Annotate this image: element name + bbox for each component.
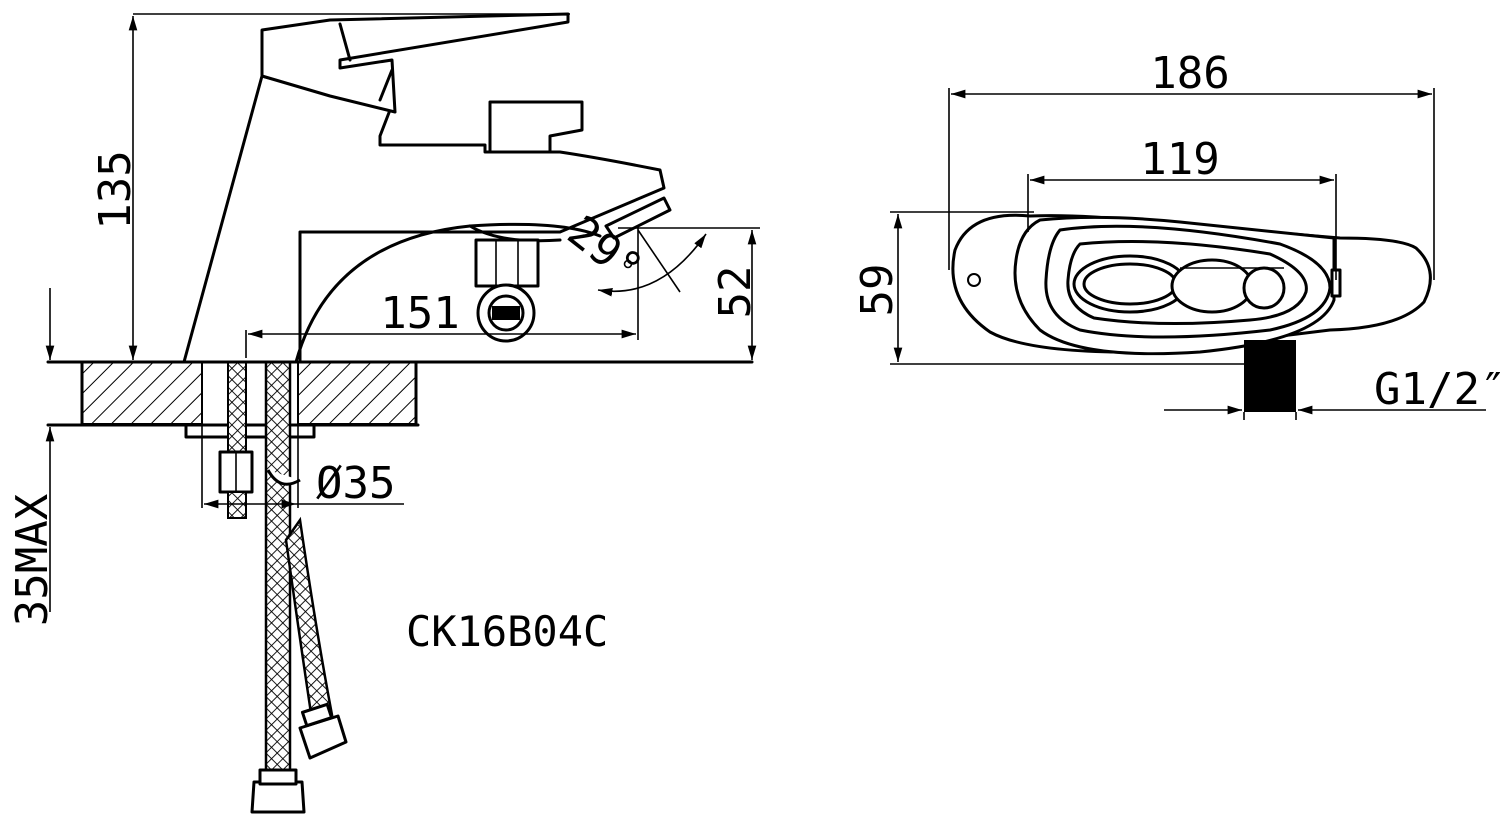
height-label: 135 xyxy=(90,150,141,229)
dim-length-119: 119 xyxy=(1027,134,1337,280)
faucet-top-outline xyxy=(951,213,1432,412)
thread-label: G1/2″ xyxy=(1374,364,1500,415)
counter-thickness-label: 35MAX xyxy=(7,493,58,626)
dim-counter-35max: 35MAX xyxy=(7,288,58,626)
dim-spout-52: 52 xyxy=(618,227,761,360)
flexible-hoses xyxy=(250,360,348,814)
countertop-section xyxy=(46,360,754,439)
width-label: 59 xyxy=(852,264,903,317)
hole-diameter-label: Ø35 xyxy=(316,458,395,509)
model-number: CK16B04C xyxy=(406,607,608,656)
top-view: 186 119 59 G1/2″ xyxy=(852,48,1500,420)
overall-length-label: 186 xyxy=(1150,48,1229,99)
dim-thread: G1/2″ xyxy=(1164,364,1500,420)
body-length-label: 119 xyxy=(1140,134,1219,185)
side-view: 135 35MAX 151 52 29° xyxy=(7,12,761,814)
reach-label: 151 xyxy=(380,288,459,339)
dim-hole-35: Ø35 xyxy=(201,425,404,509)
dim-width-59: 59 xyxy=(852,211,1250,365)
faucet-body xyxy=(182,12,672,364)
dim-length-186: 186 xyxy=(948,48,1435,280)
mounting-stud xyxy=(218,361,254,519)
spout-height-label: 52 xyxy=(710,266,761,319)
dim-height-135: 135 xyxy=(90,13,570,360)
dim-reach-151: 151 xyxy=(245,226,639,358)
